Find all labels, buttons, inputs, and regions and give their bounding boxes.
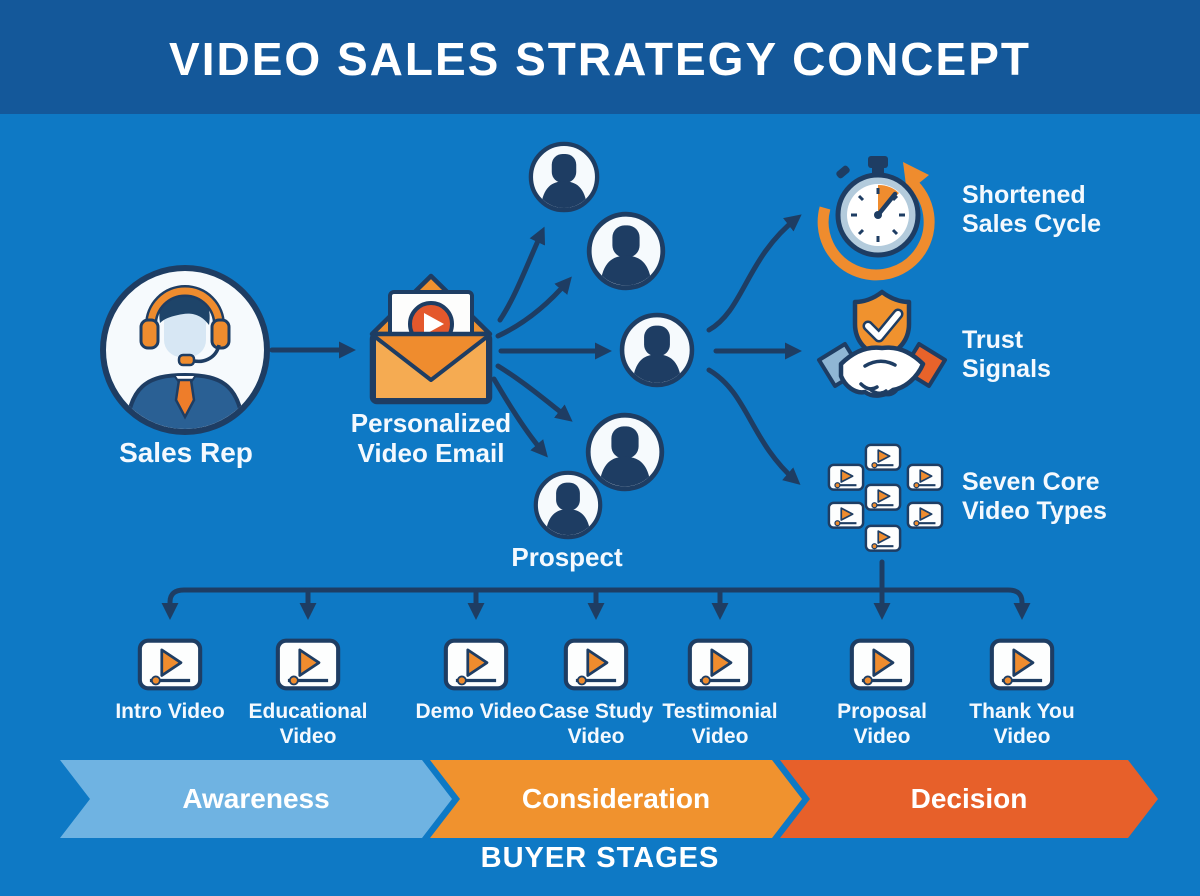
video-player-icon — [849, 638, 915, 691]
prospect-avatar — [622, 315, 692, 388]
stage-consideration: Consideration — [430, 760, 802, 838]
video-player-icon — [989, 638, 1055, 691]
sales-rep-label: Sales Rep — [119, 437, 253, 468]
stage-awareness: Awareness — [60, 760, 452, 838]
prospect-avatar — [536, 473, 600, 540]
video-type-item: Case Study Video — [530, 638, 662, 749]
video-player-icon — [275, 638, 341, 691]
prospect-label: Prospect — [511, 542, 623, 572]
video-type-item: Thank You Video — [956, 638, 1088, 749]
video-type-item: Testimonial Video — [654, 638, 786, 749]
video-type-label: Thank You Video — [969, 700, 1075, 748]
stage-decision: Decision — [780, 760, 1158, 838]
stage-decision-label: Decision — [910, 783, 1028, 814]
prospect-avatar — [589, 214, 663, 291]
stage-awareness-label: Awareness — [182, 783, 330, 814]
video-email-label: Personalized Video Email — [350, 408, 512, 468]
video-player-icon — [687, 638, 753, 691]
video-player-icon — [443, 638, 509, 691]
outcome-seven-core-label: Seven Core Video Types — [962, 468, 1107, 525]
video-type-label: Educational Video — [248, 700, 368, 748]
video-email-icon — [369, 273, 493, 405]
video-player-icon — [563, 638, 629, 691]
video-type-label: Proposal Video — [837, 700, 927, 748]
page-title: VIDEO SALES STRATEGY CONCEPT — [169, 33, 1031, 85]
video-type-item: Educational Video — [242, 638, 374, 749]
outcome-trust-label: Trust Signals — [962, 326, 1051, 383]
video-type-item: Demo Video — [410, 638, 542, 724]
video-type-item: Proposal Video — [816, 638, 948, 749]
video-type-label: Case Study Video — [538, 700, 654, 748]
video-type-item: Intro Video — [104, 638, 236, 724]
prospect-avatar — [531, 144, 597, 213]
video-player-icon — [137, 638, 203, 691]
video-type-label: Demo Video — [415, 700, 537, 723]
video-type-label: Testimonial Video — [662, 700, 778, 748]
stopwatch-icon — [817, 156, 935, 281]
handshake-shield-icon — [817, 289, 947, 398]
prospect-avatar — [588, 415, 662, 492]
buyer-stages-caption: BUYER STAGES — [480, 842, 720, 874]
video-type-label: Intro Video — [115, 700, 225, 723]
video-grid-icon — [827, 443, 944, 552]
outcome-shortened-label: Shortened Sales Cycle — [962, 181, 1101, 238]
sales-rep-icon — [100, 265, 270, 435]
header-band — [0, 0, 1200, 114]
stage-consideration-label: Consideration — [521, 783, 711, 814]
